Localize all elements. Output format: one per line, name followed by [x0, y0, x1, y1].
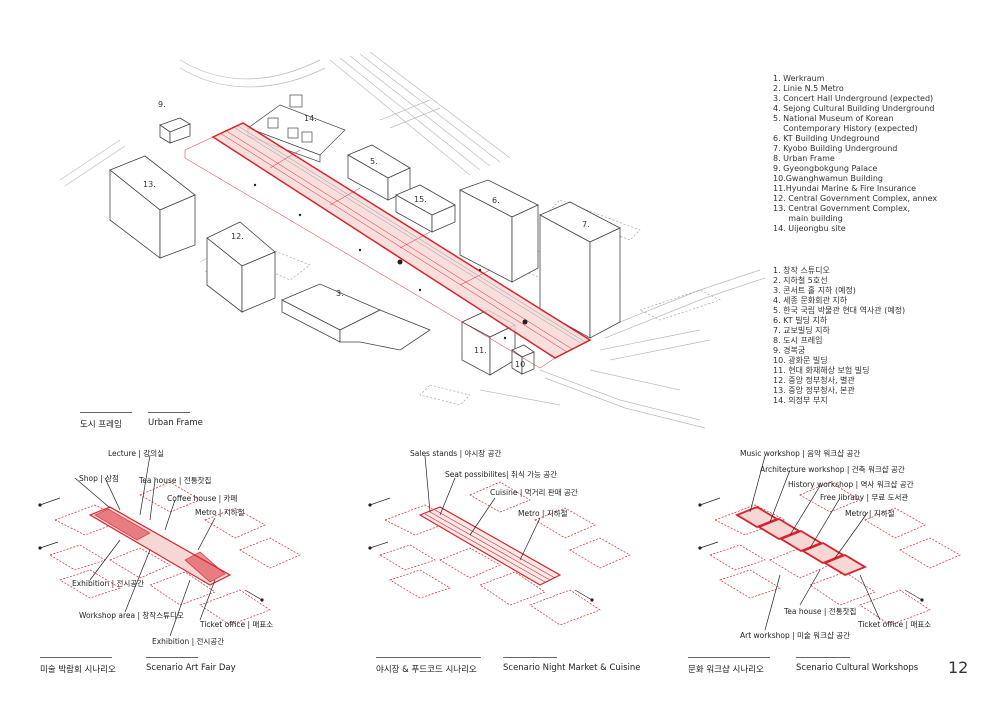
legend-item: 12. Central Government Complex, annex	[773, 194, 938, 203]
label-building-9: 9.	[158, 100, 166, 109]
s1-label-coffee: Coffee house | 카페	[167, 494, 238, 503]
legend-item: 13. Central Government Complex,	[773, 204, 911, 213]
s1-label-workshop: Workshop area | 창작스튜디오	[79, 611, 184, 620]
gyeongbokgung-gate	[159, 117, 191, 144]
legend-item: 4. 세종 문화회관 지하	[773, 296, 848, 305]
label-building-3: 3.	[336, 289, 344, 298]
caption-rule	[503, 657, 557, 658]
s3-label-ticket: Ticket office | 매표소	[858, 620, 932, 629]
s3-label-teahouse: Tea house | 전통찻집	[784, 607, 857, 616]
label-building-6: 6.	[492, 196, 500, 205]
building-10	[511, 344, 535, 375]
scenario2-diagram	[368, 455, 631, 626]
s1-label-exhibition-2: Exhibition | 전시공간	[152, 637, 225, 646]
legend-item: 13. 중앙 정부청사, 본관	[773, 386, 855, 395]
legend-item: 14. Uijeongbu site	[773, 224, 846, 233]
s1-label-lecture: Lecture | 강의실	[108, 449, 165, 458]
s1-label-exhibition: Exhibition | 전시공간	[72, 579, 145, 588]
legend-item: 1. Werkraum	[773, 74, 825, 83]
s1-label-metro: Metro | 지하철	[195, 508, 245, 517]
frame-markers	[253, 183, 528, 340]
s2-label-sales: Sales stands | 야시장 공간	[410, 449, 502, 458]
legend-item: 2. 지하철 5호선	[773, 276, 828, 285]
caption-rule	[146, 657, 198, 658]
legend-item: 11. 현대 화재해상 보험 빌딩	[773, 366, 870, 375]
s3-caption-en: Scenario Cultural Workshops	[796, 663, 919, 673]
label-building-11: 11.	[474, 346, 487, 355]
legend-item: 6. KT 빌딩 지하	[773, 316, 828, 325]
s3-label-library: Free libraby | 무료 도서관	[820, 493, 909, 502]
legend-item: 9. Gyeongbokgung Palace	[773, 164, 878, 173]
building-15	[395, 184, 456, 233]
building-12	[206, 221, 276, 313]
legend-item: Contemporary History (expected)	[773, 124, 918, 133]
main-caption-kr: 도시 프레임	[80, 420, 122, 430]
building-3	[281, 283, 431, 351]
s2-label-cuisine: Cuisine | 먹거리 판매 공간	[490, 488, 578, 497]
caption-rule	[40, 657, 112, 658]
caption-rule	[80, 412, 132, 413]
legend-item: 8. 도시 프레임	[773, 336, 823, 345]
legend-item: 1. 창작 스튜디오	[773, 266, 830, 275]
building-6	[459, 179, 539, 283]
scenario1-diagram	[38, 454, 301, 637]
legend-item: 7. Kyobo Building Underground	[773, 144, 898, 153]
legend-item: 11.Hyundai Marine & Fire Insurance	[773, 184, 917, 193]
s3-label-metro: Metro | 지하철	[845, 509, 895, 518]
s1-label-teahouse: Tea house | 전통찻집	[139, 476, 212, 485]
s2-label-metro: Metro | 지하철	[518, 509, 568, 518]
s1-caption-kr: 미술 박람회 시나리오	[40, 665, 116, 675]
caption-rule	[376, 657, 481, 658]
legend-item: 10. 광화문 빌딩	[773, 356, 828, 365]
s3-label-music: Music workshop | 음악 워크샵 공간	[740, 449, 861, 458]
label-building-14: 14.	[304, 114, 317, 123]
s1-label-ticket: Ticket office | 매표소	[200, 620, 274, 629]
legend-item: 2. Linie N.5 Metro	[773, 84, 844, 93]
page-number: 12	[948, 658, 969, 677]
s2-label-seat: Seat possibilites| 취식 가능 공간	[445, 470, 558, 479]
building-5	[347, 144, 411, 201]
label-building-12: 12.	[231, 232, 244, 241]
building-11	[461, 309, 516, 376]
label-building-7: 7.	[582, 220, 590, 229]
s1-label-shop: Shop | 상점	[79, 474, 119, 483]
label-building-13: 13.	[143, 180, 156, 189]
legend-item: 3. 콘서트 홀 지하 (예정)	[773, 286, 856, 295]
s3-label-architecture: Architecture workshop | 건축 워크샵 공간	[760, 465, 905, 474]
legend-item: 8. Urban Frame	[773, 154, 835, 163]
label-building-15: 15.	[414, 195, 427, 204]
s2-caption-kr: 야시장 & 푸드코드 시나리오	[376, 665, 477, 675]
caption-rule	[148, 412, 190, 413]
legend-item: 12. 중앙 정부청사, 별관	[773, 376, 855, 385]
main-caption-en: Urban Frame	[148, 418, 203, 428]
legend-item: 5. National Museum of Korean	[773, 114, 894, 123]
caption-rule	[796, 657, 850, 658]
building-7	[539, 201, 621, 339]
legend-item: 6. KT Building Undeground	[773, 134, 880, 143]
scenario3-diagram	[698, 455, 961, 631]
legend-item: main building	[773, 214, 843, 223]
s3-label-history: History workshop | 역사 워크샵 공간	[788, 480, 914, 489]
legend-item: 9. 경복궁	[773, 346, 806, 355]
metro-lines	[234, 125, 586, 345]
label-building-5: 5.	[370, 157, 378, 166]
building-13	[109, 155, 196, 259]
s3-label-art: Art workshop | 미술 워크샵 공간	[740, 631, 851, 640]
legend-item: 5. 한국 국립 박물관 현대 역사관 (예정)	[773, 306, 906, 315]
legend-item: 4. Sejong Cultural Building Underground	[773, 104, 935, 113]
legend-item: 14. 의정부 부지	[773, 396, 828, 405]
s3-caption-kr: 문화 워크샵 시나리오	[688, 665, 764, 675]
urban-frame-inner-lines	[184, 129, 573, 369]
label-building-10: 10	[515, 360, 526, 369]
s1-caption-en: Scenario Art Fair Day	[146, 663, 236, 673]
caption-rule	[688, 657, 770, 658]
legend-item: 10.Gwanghwamun Building	[773, 174, 883, 183]
legend-item: 3. Concert Hall Underground (expected)	[773, 94, 934, 103]
legend-item: 7. 교보빌딩 지하	[773, 326, 830, 335]
s2-caption-en: Scenario Night Market & Cuisine	[503, 663, 641, 673]
